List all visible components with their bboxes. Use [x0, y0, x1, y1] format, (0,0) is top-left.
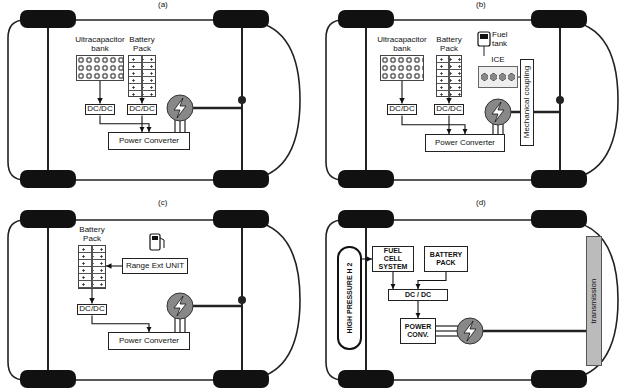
connector: [418, 272, 446, 289]
electric-motor: [167, 293, 193, 319]
node-label: DC/DC: [387, 105, 416, 114]
power-converter: Power Converter: [425, 134, 505, 152]
node-label: transmission: [590, 277, 599, 326]
car-a: [8, 10, 300, 188]
connector: [392, 272, 393, 289]
fuel-tank-icon: [478, 32, 490, 46]
hydrogen-tank: HIGH PRESSURE H 2: [337, 246, 362, 350]
connector: [91, 289, 92, 304]
node-label: Range Ext UNIT: [124, 262, 186, 271]
node-label: HIGH PRESSURE H 2: [346, 261, 354, 336]
fuel-pump-icon: [150, 234, 164, 250]
node-label: POWER CONV.: [401, 323, 435, 338]
connector: [402, 115, 465, 134]
dcdc-converter: DC/DC: [434, 104, 464, 116]
dcdc-converter: DC/DC: [387, 104, 417, 116]
car-d: [326, 210, 618, 388]
electric-motor: [167, 95, 193, 121]
node-label: Power Converter: [117, 137, 181, 146]
part-label: Fuel tank: [492, 31, 522, 49]
panel-letter: (d): [476, 199, 486, 208]
dcdc-converter: DC/DC: [85, 104, 115, 116]
power-converter: POWER CONV.: [400, 318, 436, 344]
battery-pack: Battery Pack: [128, 55, 156, 97]
car-b: [326, 10, 618, 188]
ultracapacitor-bank: Ultracapacitor bank: [76, 55, 124, 81]
node-label: DC/DC: [434, 105, 463, 114]
node-label: ICE: [481, 56, 515, 65]
node-label: Ultracapacitor bank: [67, 36, 133, 54]
car-c: [8, 210, 300, 388]
node-label: Power Converter: [117, 337, 181, 346]
panel-letter: (a): [158, 1, 168, 10]
connector: [401, 81, 402, 104]
range-extender: Range Ext UNIT: [122, 258, 188, 274]
connector: [448, 115, 449, 134]
battery-pack: Battery Pack: [78, 245, 106, 289]
connector: [141, 115, 142, 132]
battery-box: BATTERY PACK: [424, 246, 468, 272]
ultracapacitor-bank: Ultracapacitor bank: [380, 55, 424, 81]
node-label: Power Converter: [433, 139, 497, 148]
node-label: FUEL CELL SYSTEM: [373, 247, 413, 270]
connector: [92, 315, 149, 332]
connector: [448, 97, 449, 104]
engine: ICE: [478, 66, 518, 88]
panel-letter: (b): [476, 1, 486, 10]
electric-motor: [457, 318, 483, 344]
connector: [99, 81, 100, 104]
battery-pack: Battery Pack: [436, 55, 462, 97]
power-converter: Power Converter: [108, 332, 190, 350]
dcdc-converter: DC/DC: [77, 304, 107, 316]
node-label: Mechanical coupling: [523, 64, 532, 141]
connector: [100, 115, 149, 132]
node-label: Battery Pack: [427, 36, 471, 54]
dcdc-converter: DC/DC: [127, 104, 157, 116]
node-label: DC / DC: [403, 291, 433, 299]
panel-letter: (c): [158, 199, 167, 208]
node-label: DC/DC: [77, 305, 106, 314]
connector: [106, 265, 122, 266]
connector: [141, 97, 142, 104]
node-label: BATTERY PACK: [425, 251, 467, 266]
electric-motor: [485, 99, 511, 125]
node-label: Ultracapacitor bank: [371, 36, 433, 54]
node-label: Battery Pack: [120, 36, 164, 54]
connector: [417, 301, 418, 318]
power-converter: Power Converter: [108, 132, 190, 150]
node-label: Battery Pack: [70, 226, 114, 244]
connector: [362, 258, 372, 259]
mechanical-coupling: Mechanical coupling: [520, 59, 534, 146]
fuel-cell-box: FUEL CELL SYSTEM: [372, 246, 414, 272]
transmission-bar: transmission: [586, 236, 602, 366]
dcdc-converter: DC / DC: [388, 289, 448, 301]
node-label: DC/DC: [85, 105, 114, 114]
node-label: DC/DC: [127, 105, 156, 114]
